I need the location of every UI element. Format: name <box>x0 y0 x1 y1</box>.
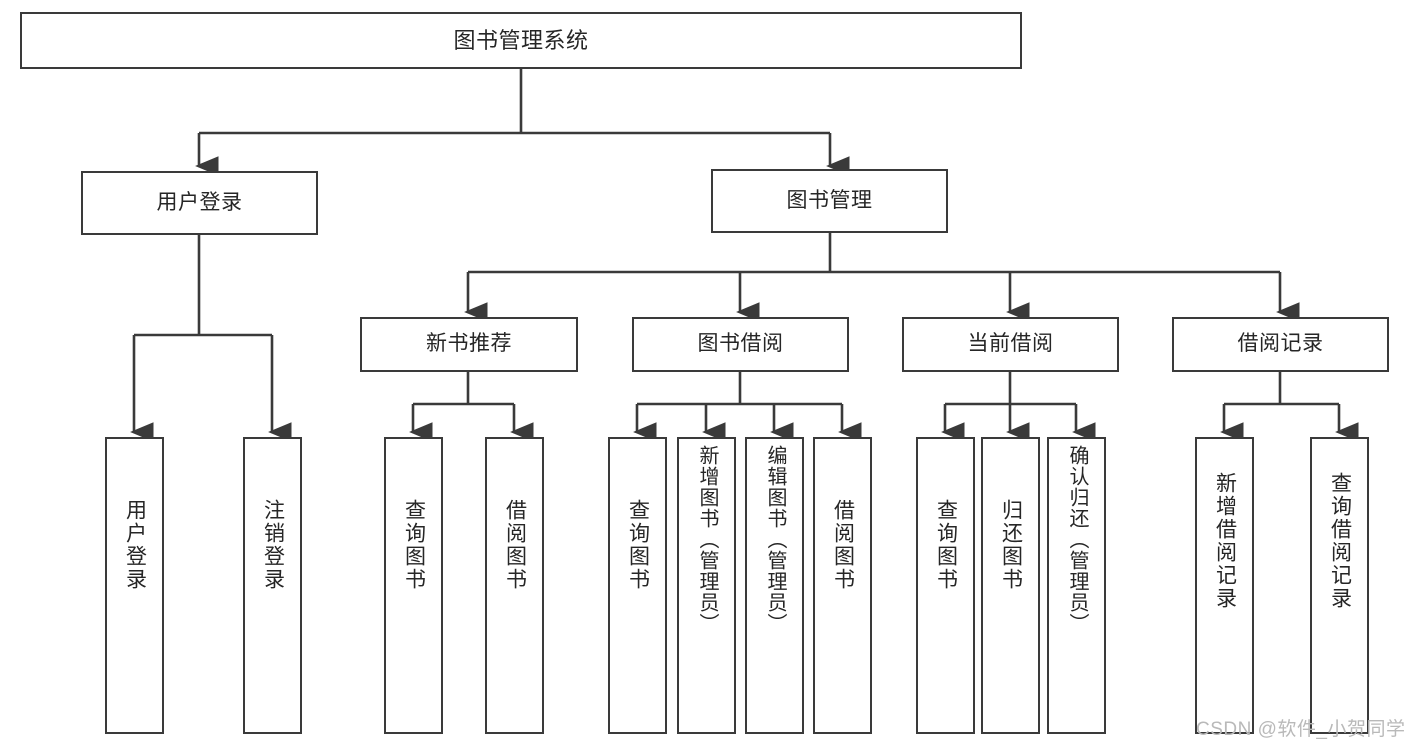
node-label: 查询图书 <box>626 499 650 591</box>
leaf-bb-edit-book-admin[interactable]: 编辑图书（管理员） <box>745 437 804 734</box>
node-label: 借阅图书 <box>831 499 855 591</box>
node-label: 确认归还（管理员） <box>1066 445 1088 634</box>
node-label: 新增图书（管理员） <box>696 445 718 634</box>
leaf-br-query-record[interactable]: 查询借阅记录 <box>1310 437 1369 734</box>
node-label: 编辑图书（管理员） <box>764 445 786 634</box>
leaf-user-login[interactable]: 用户登录 <box>105 437 164 734</box>
leaf-cb-confirm-return-admin[interactable]: 确认归还（管理员） <box>1047 437 1106 734</box>
node-label: 用户登录 <box>123 499 147 591</box>
node-root-library-system[interactable]: 图书管理系统 <box>20 12 1022 69</box>
node-label: 用户登录 <box>156 190 243 214</box>
node-label: 图书管理 <box>786 188 873 212</box>
leaf-bb-borrow-book[interactable]: 借阅图书 <box>813 437 872 734</box>
leaf-nb-query-book[interactable]: 查询图书 <box>384 437 443 734</box>
node-label: 借阅图书 <box>503 499 527 591</box>
leaf-cb-return-book[interactable]: 归还图书 <box>981 437 1040 734</box>
node-label: 查询图书 <box>934 499 958 591</box>
node-label: 新增借阅记录 <box>1213 472 1237 610</box>
node-user-login[interactable]: 用户登录 <box>81 171 318 235</box>
csdn-watermark: CSDN @软件_小贺同学 <box>1196 719 1405 740</box>
node-label: 当前借阅 <box>967 332 1054 356</box>
node-label: 查询借阅记录 <box>1328 472 1352 610</box>
leaf-nb-borrow-book[interactable]: 借阅图书 <box>485 437 544 734</box>
leaf-cb-query-book[interactable]: 查询图书 <box>916 437 975 734</box>
leaf-bb-query-book[interactable]: 查询图书 <box>608 437 667 734</box>
node-current-borrow[interactable]: 当前借阅 <box>902 317 1119 372</box>
node-label: 图书管理系统 <box>453 27 589 53</box>
node-label: 图书借阅 <box>697 332 784 356</box>
node-borrow-record[interactable]: 借阅记录 <box>1172 317 1389 372</box>
node-label: 注销登录 <box>261 499 285 591</box>
node-label: 归还图书 <box>999 499 1023 591</box>
leaf-br-add-record[interactable]: 新增借阅记录 <box>1195 437 1254 734</box>
node-book-management[interactable]: 图书管理 <box>711 169 948 233</box>
node-label: 借阅记录 <box>1237 332 1324 356</box>
leaf-logout[interactable]: 注销登录 <box>243 437 302 734</box>
node-new-book-recommend[interactable]: 新书推荐 <box>360 317 578 372</box>
node-label: 新书推荐 <box>426 332 512 356</box>
node-label: 查询图书 <box>402 499 426 591</box>
leaf-bb-add-book-admin[interactable]: 新增图书（管理员） <box>677 437 736 734</box>
node-book-borrow[interactable]: 图书借阅 <box>632 317 849 372</box>
